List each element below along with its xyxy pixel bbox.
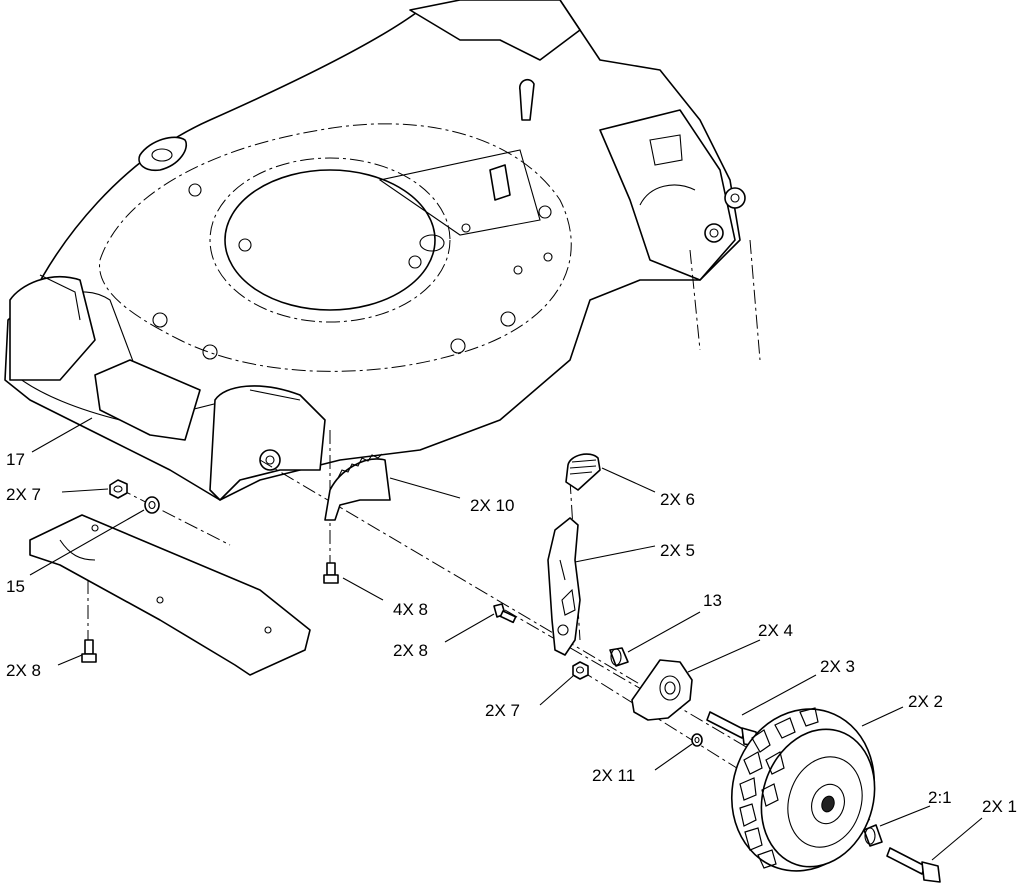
tire-tread: [739, 707, 819, 869]
callout-2x7-left: 2X 7: [6, 485, 41, 504]
adjust-lever: [547, 517, 581, 656]
bolt-left: [81, 639, 97, 663]
front-baffle-plate: [29, 514, 311, 676]
callout-4x8: 4X 8: [393, 600, 428, 619]
adjust-knob: [565, 453, 601, 491]
callout-2x3: 2X 3: [820, 657, 855, 676]
callout-2-1: 2:1: [928, 788, 952, 807]
callout-17: 17: [6, 450, 25, 469]
callout-2x8-left: 2X 8: [6, 661, 41, 680]
callout-15: 15: [6, 577, 25, 596]
callout-2x6: 2X 6: [660, 490, 695, 509]
callout-labels: 17 2X 7 15 2X 8 4X 8 2X 10 2X 6 2X 5 13 …: [6, 450, 1017, 816]
callout-2x2: 2X 2: [908, 692, 943, 711]
leader-lines: [29, 417, 983, 861]
callout-2x11: 2X 11: [592, 766, 635, 785]
nut-mid: [572, 661, 589, 680]
callout-2x1: 2X 1: [982, 797, 1017, 816]
callout-2x8-mid: 2X 8: [393, 641, 428, 660]
shoulder-bolt: [886, 847, 941, 883]
deck-bosses: [152, 183, 553, 360]
mower-deck-housing: [4, 0, 746, 501]
callout-2x4: 2X 4: [758, 621, 793, 640]
nut-left: [109, 479, 128, 499]
spacer: [609, 647, 629, 667]
wheel: [730, 707, 876, 872]
callout-2x5: 2X 5: [660, 541, 695, 560]
bolt-mid: [493, 603, 517, 624]
washer-left: [144, 496, 160, 514]
height-adjust-bracket: [324, 453, 391, 521]
wheel-mount-bracket: [631, 659, 693, 721]
callout-13: 13: [703, 591, 722, 610]
callout-2x7-mid: 2X 7: [485, 701, 520, 720]
wheel-bushing: [863, 824, 883, 847]
washer-small: [691, 733, 703, 747]
bolt-4x8: [323, 562, 339, 584]
callout-2x10: 2X 10: [470, 496, 514, 515]
